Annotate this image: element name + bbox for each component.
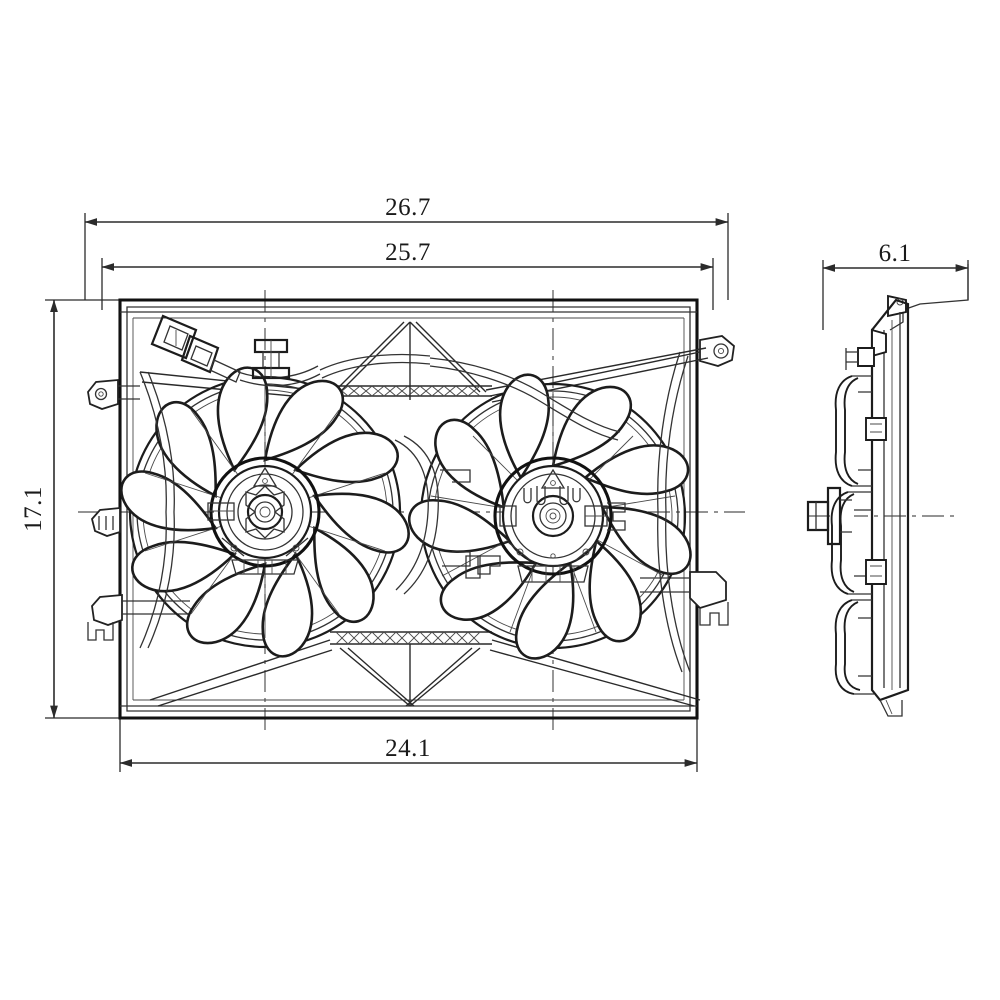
wire-harness <box>237 353 621 441</box>
dimension-label-overall-height: 17.1 <box>20 486 47 532</box>
mounting-tab-upper-left <box>87 379 140 410</box>
dimension-label-overall-width: 26.7 <box>385 194 431 221</box>
shroud-inner-webs <box>394 435 481 595</box>
truss-lattice-lower <box>335 631 481 645</box>
shroud-support-arms <box>139 351 691 673</box>
side-view-bottom-foot <box>879 699 903 717</box>
dimension-shroud-width: 25.7 <box>101 239 714 310</box>
electrical-connector <box>150 314 241 383</box>
left-fan <box>120 366 410 658</box>
truss-lattice-upper <box>335 385 481 397</box>
side-view <box>806 264 969 717</box>
left-fan-hub <box>207 456 321 575</box>
mounting-tab-lower-left <box>87 594 190 641</box>
fan-shroud <box>118 298 699 720</box>
dimension-overall-length: 24.1 <box>119 690 698 772</box>
dimension-label-shroud-width: 25.7 <box>385 239 431 266</box>
dimension-label-overall-length: 24.1 <box>385 735 431 762</box>
dimension-overall-height: 17.1 <box>20 299 120 719</box>
mounting-tab-upper-right <box>699 335 735 367</box>
side-view-mount-pad <box>865 417 887 585</box>
mounting-tab-lower-right <box>640 571 729 626</box>
side-view-fan-ribs <box>830 375 874 695</box>
dimension-label-depth: 6.1 <box>879 240 912 267</box>
mounting-tab-mid-left <box>91 507 121 537</box>
dimension-overall-width: 26.7 <box>84 194 729 300</box>
hub-slot-cutouts <box>523 486 581 506</box>
left-fan-blades <box>120 366 410 658</box>
harness-clip <box>251 338 291 380</box>
side-view-motor-boss <box>806 486 852 546</box>
right-fan-hub <box>477 456 626 583</box>
front-view <box>78 290 745 735</box>
